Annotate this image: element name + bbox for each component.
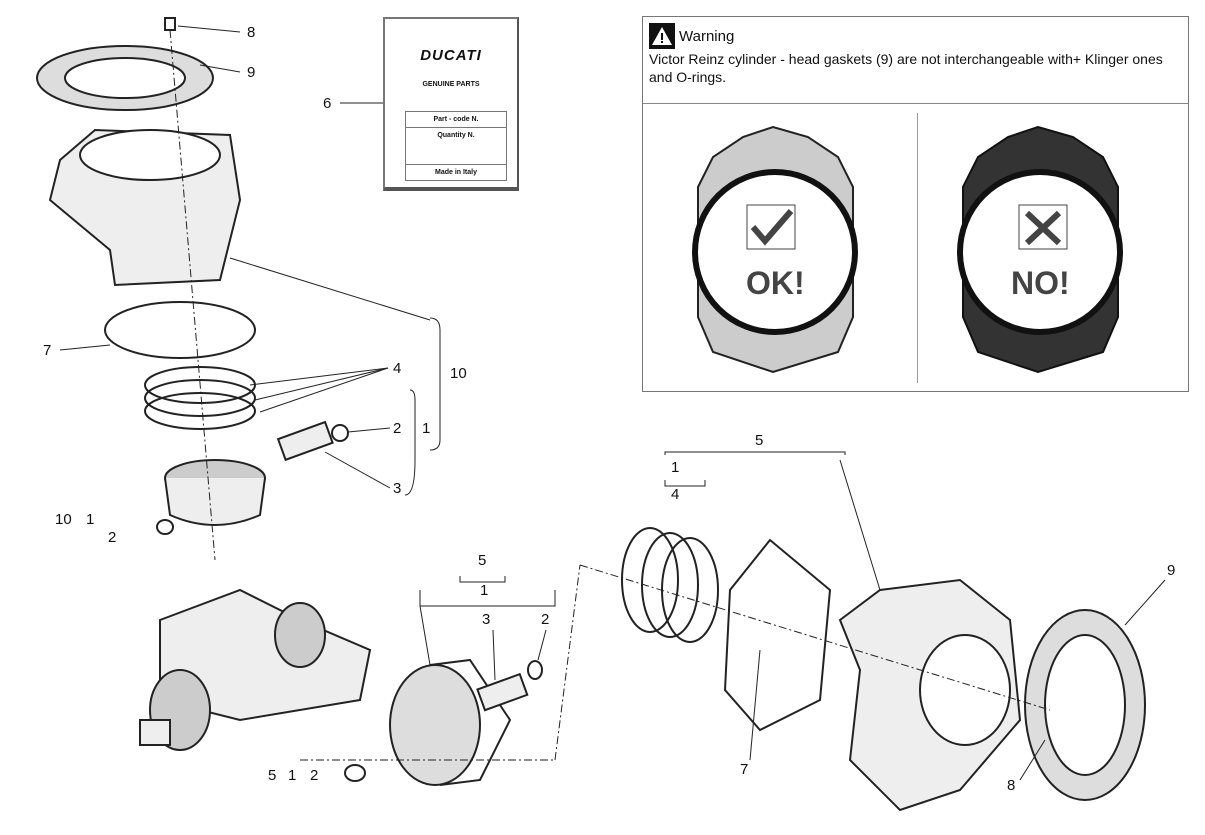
cylinder-right	[838, 578, 1022, 812]
divider	[917, 113, 918, 383]
label-field-origin: Made in Italy	[434, 169, 477, 176]
ok-label: OK!	[746, 265, 805, 301]
callout-7: 7	[740, 761, 749, 778]
leader-lines	[59, 25, 1166, 781]
callout-1: 1	[422, 420, 431, 437]
callout-10: 10	[55, 511, 72, 528]
callout-2: 2	[310, 767, 319, 784]
callout-5: 5	[268, 767, 277, 784]
callout-2: 2	[108, 529, 117, 546]
callout-5: 5	[755, 432, 764, 449]
head-gasket-top	[36, 45, 214, 111]
callout-5: 5	[478, 552, 487, 569]
callout-7: 7	[43, 342, 52, 359]
head-gasket-right	[1024, 609, 1146, 801]
callout-2: 2	[541, 611, 550, 628]
callout-6: 6	[323, 95, 332, 112]
divider	[643, 103, 1188, 104]
piston-bottom	[344, 658, 543, 786]
piston-rings-top	[144, 366, 256, 430]
callout-8: 8	[1007, 777, 1016, 794]
crankshaft	[139, 588, 372, 751]
genuine-parts-label: DUCATI GENUINE PARTS Part - code N. Quan…	[383, 17, 519, 191]
cylinder-top	[48, 128, 242, 287]
gasket-comparison	[692, 125, 1123, 374]
label-subtitle: GENUINE PARTS	[422, 81, 480, 88]
label-field-part-code: Part - code N.	[406, 112, 506, 128]
piston-pin-top	[276, 420, 349, 462]
callout-2: 2	[393, 420, 402, 437]
callout-9: 9	[1167, 562, 1176, 579]
warning-header: Warning	[649, 23, 734, 49]
head-screw-top	[164, 17, 176, 31]
warning-icon	[649, 23, 675, 49]
base-gasket-top	[104, 301, 256, 359]
warning-text: Victor Reinz cylinder - head gaskets (9)…	[649, 51, 1163, 85]
callout-3: 3	[393, 480, 402, 497]
callout-3: 3	[482, 611, 491, 628]
label-field-quantity: Quantity N.	[406, 128, 506, 165]
label-fields: Part - code N. Quantity N. Made in Italy	[405, 111, 507, 181]
brand-logo: DUCATI	[420, 47, 482, 64]
callout-1: 1	[288, 767, 297, 784]
center-lines	[169, 29, 1051, 761]
warning-panel: Warning Victor Reinz cylinder - head gas…	[642, 16, 1189, 392]
piston-rings-right	[621, 527, 719, 643]
piston-top	[156, 459, 266, 535]
callout-9: 9	[247, 64, 256, 81]
no-label: NO!	[1011, 265, 1070, 301]
callout-4: 4	[393, 360, 402, 377]
callout-1: 1	[480, 582, 489, 599]
callout-8: 8	[247, 24, 256, 41]
callout-4: 4	[671, 486, 680, 503]
callout-1: 1	[86, 511, 95, 528]
callout-10: 10	[450, 365, 467, 382]
check-icon	[746, 204, 796, 250]
cross-icon	[1018, 204, 1068, 250]
callout-1: 1	[671, 459, 680, 476]
warning-title: Warning	[679, 27, 735, 45]
base-gasket-right	[723, 538, 832, 732]
